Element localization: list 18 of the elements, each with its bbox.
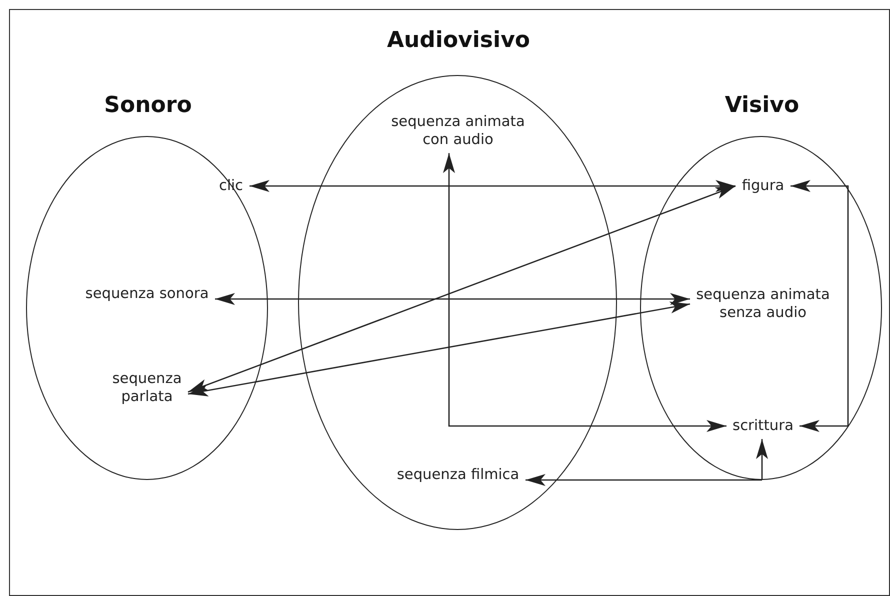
node-label: sequenza sonora xyxy=(82,284,212,304)
group-heading: Sonoro xyxy=(104,93,192,118)
arrow xyxy=(188,185,736,393)
arrow xyxy=(756,439,768,480)
arrow xyxy=(526,474,762,486)
node-label: figura xyxy=(738,176,788,196)
arrow xyxy=(790,180,849,432)
arrow xyxy=(188,302,690,396)
arrow xyxy=(215,293,690,305)
node-label: sequenza animata senza audio xyxy=(693,284,833,324)
node-label: scrittura xyxy=(730,416,796,436)
node-label: sequenza filmica xyxy=(394,464,522,486)
group-heading: Audiovisivo xyxy=(386,28,530,53)
group-heading: Visivo xyxy=(724,93,800,118)
node-label: sequenza animata con audio xyxy=(388,112,528,150)
arrow xyxy=(250,180,736,192)
arrow xyxy=(443,153,726,432)
node-label: sequenza parlata xyxy=(109,368,185,408)
